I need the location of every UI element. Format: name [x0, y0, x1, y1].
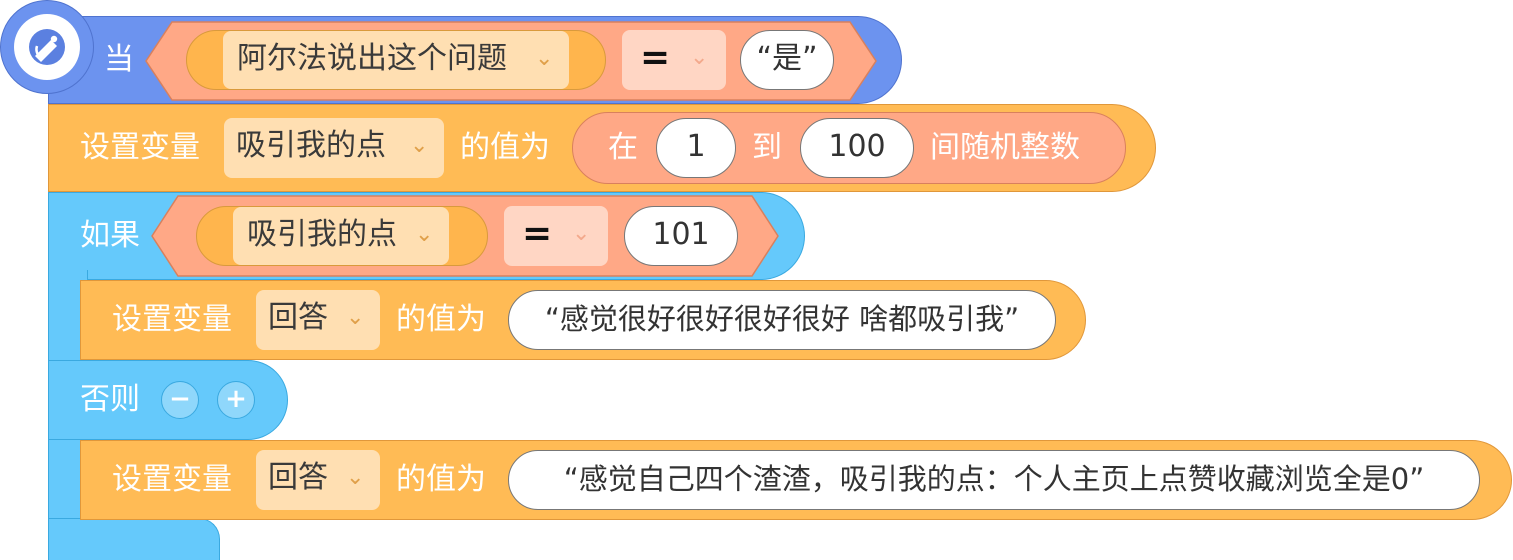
then-variable-dropdown[interactable]: 回答 ⌄ [256, 290, 380, 350]
chevron-down-icon: ⌄ [410, 133, 429, 158]
then-value-input[interactable]: “感觉很好很好很好很好 啥都吸引我” [508, 290, 1056, 350]
else-value-input[interactable]: “感觉自己四个渣渣，吸引我的点：个人主页上点赞收藏浏览全是0” [508, 450, 1480, 510]
if-left-dropdown[interactable]: 吸引我的点 ⌄ [196, 206, 488, 266]
set-variable-label: 设置变量 [80, 130, 200, 165]
minus-button[interactable]: − [161, 381, 199, 419]
random-prefix: 在 [608, 130, 638, 165]
chevron-down-icon: ⌄ [346, 305, 365, 330]
satellite-dish-icon [26, 26, 68, 68]
random-from-input[interactable]: 1 [656, 118, 736, 178]
then-variable-label: 回答 [268, 300, 328, 335]
if-operator-dropdown[interactable]: = ⌄ [504, 206, 608, 266]
random-variable-dropdown[interactable]: 吸引我的点 ⌄ [224, 118, 444, 178]
hat-operator: = [640, 37, 671, 78]
chevron-down-icon: ⌄ [415, 222, 434, 247]
if-left-dropdown-label: 吸引我的点 [247, 217, 397, 252]
chevron-down-icon: ⌄ [690, 45, 709, 70]
random-variable-label: 吸引我的点 [236, 128, 386, 163]
if-else-bottom-arm [48, 518, 220, 560]
hat-right-value[interactable]: “是” [740, 30, 834, 90]
value-label: 的值为 [396, 302, 486, 337]
else-label: 否则 [80, 382, 140, 417]
else-variable-dropdown[interactable]: 回答 ⌄ [256, 450, 380, 510]
hat-left-dropdown[interactable]: 阿尔法说出这个问题 ⌄ [186, 30, 606, 90]
else-variable-label: 回答 [268, 460, 328, 495]
hat-left-dropdown-label: 阿尔法说出这个问题 [237, 41, 507, 76]
random-to-label: 到 [752, 130, 782, 165]
chevron-down-icon: ⌄ [535, 46, 554, 71]
hat-operator-dropdown[interactable]: = ⌄ [622, 30, 726, 90]
chevron-down-icon: ⌄ [572, 221, 591, 246]
set-variable-label: 设置变量 [112, 462, 232, 497]
random-to-input[interactable]: 100 [800, 118, 914, 178]
set-variable-label: 设置变量 [112, 302, 232, 337]
value-label: 的值为 [396, 462, 486, 497]
chevron-down-icon: ⌄ [346, 465, 365, 490]
if-label: 如果 [80, 218, 140, 253]
if-operator: = [522, 213, 553, 254]
plus-button[interactable]: + [217, 381, 255, 419]
if-right-value[interactable]: 101 [624, 206, 738, 266]
value-label: 的值为 [460, 130, 550, 165]
random-suffix: 间随机整数 [930, 130, 1080, 165]
when-label: 当 [104, 42, 134, 77]
